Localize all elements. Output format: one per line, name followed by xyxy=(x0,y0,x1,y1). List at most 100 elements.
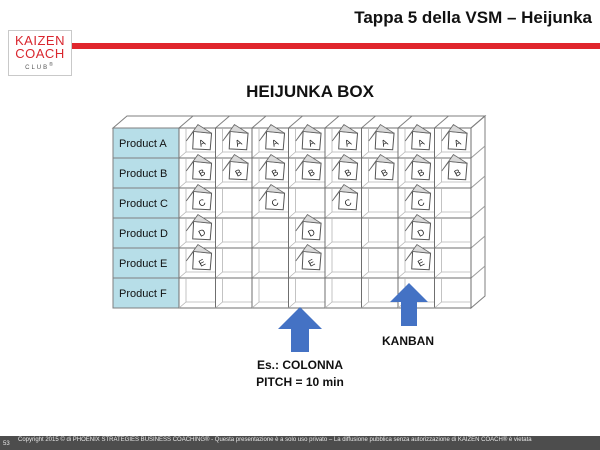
kanban-card-tab xyxy=(368,124,395,142)
box-side-edge xyxy=(470,205,486,219)
kanban-card-label: B xyxy=(233,167,243,179)
logo-registered-mark: ® xyxy=(49,62,55,68)
kanban-card: E xyxy=(404,244,432,271)
kanban-card-label: A xyxy=(416,137,426,149)
kanban-card-tab xyxy=(441,124,468,142)
kanban-card: A xyxy=(331,124,359,151)
kanban-card-tab xyxy=(441,154,468,172)
kanban-card-tab xyxy=(404,154,431,172)
kanban-card-tab xyxy=(222,154,249,172)
column-label-line-2: PITCH = 10 min xyxy=(256,375,344,389)
kanban-card: A xyxy=(368,124,395,151)
kanban-card: D xyxy=(185,214,213,241)
box-side-edge xyxy=(470,235,486,249)
kanban-card-tab xyxy=(368,154,395,172)
kanban-card-tab xyxy=(404,214,431,232)
kanban-card-tab xyxy=(258,124,285,142)
kanban-card-label: B xyxy=(343,167,353,179)
kanban-card: E xyxy=(295,244,322,271)
kanban-card: B xyxy=(331,154,359,181)
logo-line-kaizen: KAIZEN xyxy=(15,33,65,48)
column-arrow xyxy=(278,307,322,352)
product-label: Product F xyxy=(119,288,167,300)
kanban-card-label: E xyxy=(306,257,316,269)
box-top-face xyxy=(111,115,487,129)
box-top-edge xyxy=(178,115,194,129)
kanban-card: C xyxy=(258,184,286,211)
kanban-card-tab xyxy=(295,124,322,142)
kanban-card: A xyxy=(295,124,322,151)
slide-title: Tappa 5 della VSM – Heijunka xyxy=(354,8,592,27)
kanban-card-label: D xyxy=(197,227,208,239)
box-top-edge xyxy=(288,115,303,129)
box-top-edge xyxy=(434,115,449,129)
footer-bar: 53 Copyright 2015 © di PHOENIX STRATEGIE… xyxy=(0,436,600,450)
box-top-edge xyxy=(361,115,376,129)
kanban-card-tab xyxy=(404,244,431,262)
kanban-card: A xyxy=(404,124,432,151)
copyright-text: Copyright 2015 © di PHOENIX STRATEGIES B… xyxy=(18,437,532,443)
kanban-card-label: C xyxy=(416,197,427,209)
logo: KAIZEN COACH CLUB® xyxy=(8,30,72,76)
kanban-card-tab xyxy=(258,154,285,172)
product-label: Product E xyxy=(119,258,167,270)
kanban-card: D xyxy=(404,214,432,241)
kanban-card-tab xyxy=(295,214,322,232)
kanban-card: C xyxy=(185,184,213,211)
box-side-edge xyxy=(470,175,486,189)
kanban-card: E xyxy=(185,244,213,271)
kanban-card-label: B xyxy=(416,167,426,179)
kanban-card-tab xyxy=(185,184,212,202)
kanban-card-label: C xyxy=(270,197,281,209)
kanban-card-tab xyxy=(185,124,212,142)
kanban-card: A xyxy=(258,124,286,151)
kanban-card-tab xyxy=(331,154,358,172)
kanban-card-label: A xyxy=(379,137,389,149)
kanban-card-label: A xyxy=(452,137,462,149)
kanban-card-label: C xyxy=(343,197,354,209)
kanban-card-tab xyxy=(295,244,322,262)
kanban-card: B xyxy=(441,154,468,181)
kanban-card: B xyxy=(404,154,432,181)
box-side-edge xyxy=(470,265,486,279)
kanban-arrow xyxy=(390,283,428,326)
kanban-card: A xyxy=(185,124,213,151)
box-top-edge xyxy=(251,115,267,129)
kanban-card-label: E xyxy=(197,257,207,269)
kanban-card-tab xyxy=(185,244,212,262)
kanban-card-tab xyxy=(404,184,431,202)
header-red-bar xyxy=(72,43,600,49)
kanban-card-label: C xyxy=(197,197,208,209)
kanban-card-tab xyxy=(258,184,285,202)
box-top-edge xyxy=(324,115,340,129)
diagram-heading: HEIJUNKA BOX xyxy=(246,82,374,101)
kanban-card: A xyxy=(222,124,249,151)
kanban-card: B xyxy=(295,154,322,181)
kanban-card-label: D xyxy=(416,227,427,239)
kanban-card-label: A xyxy=(306,137,316,149)
kanban-card-label: A xyxy=(197,137,207,149)
logo-line-coach: COACH xyxy=(15,46,65,61)
kanban-card-label: B xyxy=(306,167,316,179)
product-label: Product C xyxy=(119,198,168,210)
kanban-card-label: B xyxy=(452,167,462,179)
kanban-card-label: E xyxy=(416,257,426,269)
kanban-card-label: B xyxy=(270,167,280,179)
kanban-card-tab xyxy=(185,214,212,232)
kanban-label: KANBAN xyxy=(382,334,434,348)
page-number: 53 xyxy=(3,441,10,447)
kanban-card-label: B xyxy=(379,167,389,179)
kanban-card: C xyxy=(331,184,359,211)
product-label: Product B xyxy=(119,168,167,180)
kanban-card-tab xyxy=(404,124,431,142)
kanban-card-tab xyxy=(331,124,358,142)
box-top-edge xyxy=(215,115,230,129)
kanban-card-label: A xyxy=(343,137,353,149)
column-label-line-1: Es.: COLONNA xyxy=(257,358,343,372)
box-top-edge xyxy=(397,115,413,129)
kanban-card: B xyxy=(222,154,249,181)
kanban-card-label: B xyxy=(197,167,207,179)
kanban-card-label: A xyxy=(270,137,280,149)
kanban-card-tab xyxy=(185,154,212,172)
kanban-card-tab xyxy=(331,184,358,202)
